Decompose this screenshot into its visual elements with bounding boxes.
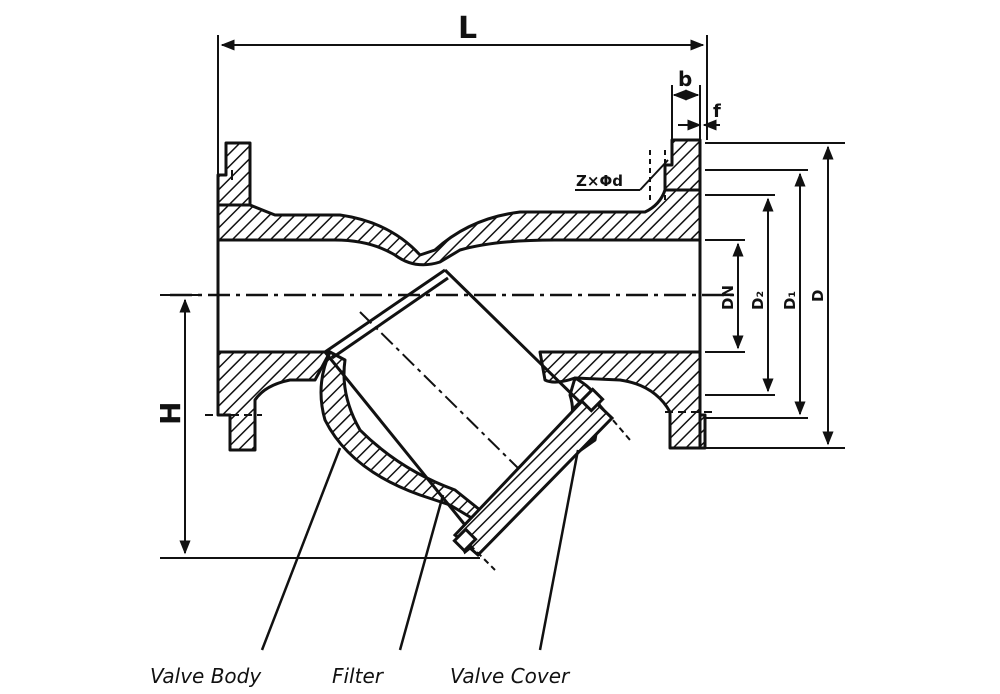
dim-bolt-holes bbox=[575, 150, 669, 200]
right-flange-top bbox=[663, 138, 702, 192]
dim-D2-label: D₂ bbox=[749, 291, 767, 310]
lower-right-wall bbox=[538, 350, 707, 450]
dim-L-label: L bbox=[458, 11, 477, 46]
dim-DN-label: DN bbox=[719, 285, 737, 310]
dim-f-label: f bbox=[713, 101, 721, 122]
dim-dn bbox=[705, 239, 745, 353]
bore-outline bbox=[216, 140, 702, 448]
lower-left-wall bbox=[216, 350, 332, 452]
callout-filter: Filter bbox=[332, 664, 385, 688]
callout-valve-cover: Valve Cover bbox=[450, 664, 571, 688]
dim-H-label: H bbox=[154, 402, 187, 425]
dim-height bbox=[160, 294, 480, 559]
dim-d bbox=[705, 142, 845, 449]
left-flange-top bbox=[216, 141, 252, 207]
dim-d1 bbox=[705, 169, 808, 419]
callout-leaders bbox=[260, 447, 580, 651]
dim-bolt-label: Z×Φd bbox=[576, 172, 623, 190]
callout-valve-body: Valve Body bbox=[150, 664, 262, 688]
valve-body bbox=[216, 138, 707, 522]
dim-D1-label: D₁ bbox=[781, 291, 799, 310]
dim-d2 bbox=[705, 194, 775, 396]
valve-cover bbox=[452, 387, 631, 571]
upper-wall bbox=[216, 188, 702, 267]
dim-D-label: D bbox=[809, 290, 827, 302]
dim-b bbox=[671, 85, 701, 140]
dim-b-label: b bbox=[678, 67, 692, 91]
filter-screen bbox=[323, 268, 590, 526]
dim-length bbox=[217, 35, 708, 200]
